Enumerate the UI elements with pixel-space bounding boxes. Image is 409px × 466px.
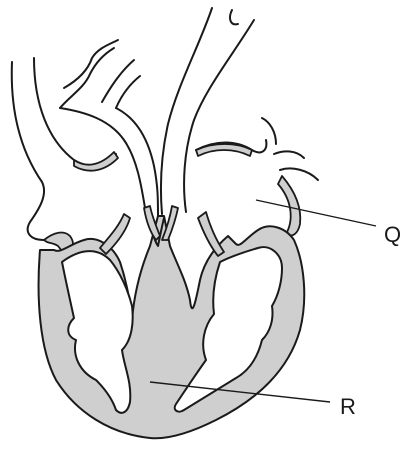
vessel-center-left-wall-inner [116, 108, 158, 216]
great-vessels [12, 8, 318, 240]
vessel-right-c [274, 151, 304, 158]
label-q: Q [384, 222, 401, 247]
valve-right-flap [198, 212, 224, 256]
vessel-upper-left-a [60, 48, 114, 108]
label-r: R [340, 394, 356, 419]
vessel-left-outer [12, 62, 44, 240]
vessel-right-d [280, 168, 318, 180]
vessel-upper-left-c [102, 60, 134, 102]
atrium-left-upper-band [74, 152, 118, 171]
valve-left-flap [100, 214, 130, 254]
leader-line-q [256, 200, 376, 226]
ventricles [39, 216, 305, 438]
labels: Q R [340, 222, 401, 419]
vessel-right-b [262, 118, 276, 144]
vessel-center-tall-left [161, 8, 212, 214]
vessel-upper-left-d [116, 76, 140, 108]
vessel-center-tall-right-wall [184, 20, 254, 212]
vessel-center-tall-right [230, 10, 238, 24]
vessel-upper-left-b [64, 40, 118, 88]
